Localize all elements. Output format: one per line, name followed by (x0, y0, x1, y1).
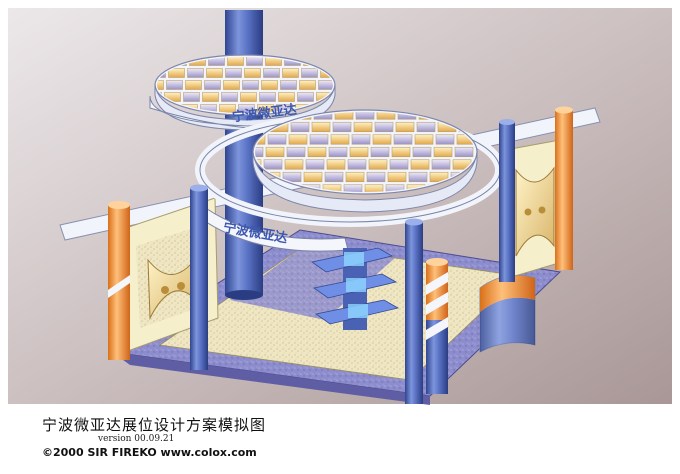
grid-tile (238, 104, 255, 113)
grid-tile (355, 112, 375, 120)
grid-tile (370, 146, 390, 158)
grid-tile (368, 159, 388, 170)
grid-tile (288, 134, 308, 145)
display-shelf (311, 247, 400, 330)
grid-tile (221, 92, 238, 102)
grid-tile (435, 134, 455, 145)
grid-tile (278, 92, 295, 102)
column-front-striped (426, 258, 448, 394)
grid-tile (351, 134, 371, 145)
grid-tile (330, 134, 350, 145)
grid-tile (263, 159, 283, 170)
column-back-center (499, 119, 515, 282)
grid-tile (267, 134, 287, 145)
column-left-orange (108, 201, 130, 360)
grid-tile (307, 146, 327, 158)
grid-tile (301, 68, 318, 78)
grid-tile (328, 146, 348, 158)
grid-tile (185, 80, 202, 90)
grid-tile (286, 146, 306, 158)
grid-tile (410, 159, 430, 170)
grid-tile (257, 104, 274, 113)
grid-tile (227, 57, 244, 66)
grid-tile (324, 171, 344, 183)
grid-tile (265, 57, 282, 66)
grid-tile (334, 112, 354, 120)
grid-tile (202, 92, 219, 102)
grid-tile (408, 171, 428, 183)
grid-tile (242, 80, 259, 90)
grid-tile (206, 68, 223, 78)
grid-tile (374, 121, 394, 133)
grid-tile (353, 121, 373, 133)
grid-tile (326, 159, 346, 170)
grid-tile (366, 171, 386, 183)
grid-tile (364, 184, 384, 192)
grid-tile (299, 80, 316, 90)
grid-tile (416, 121, 436, 133)
column-right-orange (555, 106, 573, 270)
grid-tile (309, 134, 329, 145)
grid-tile (200, 104, 217, 113)
grid-tile (349, 146, 369, 158)
grid-tile (332, 121, 352, 133)
grid-tile (414, 134, 434, 145)
grid-tile (204, 80, 221, 90)
grid-tile (263, 68, 280, 78)
grid-tile (454, 146, 474, 158)
grid-tile (280, 80, 297, 90)
grid-tile (187, 68, 204, 78)
caption-title: 宁波微亚达展位设计方案模拟图 (42, 416, 267, 434)
caption-version: version 00.09.21 (98, 434, 175, 444)
grid-tile (168, 68, 185, 78)
grid-tile (433, 146, 453, 158)
grid-tile (265, 146, 285, 158)
grid-tile (376, 112, 396, 120)
grid-tile (223, 80, 240, 90)
grid-tile (343, 184, 363, 192)
grid-tile (347, 159, 367, 170)
caption-copyright: ©2000 SIR FIREKO www.colox.com (42, 446, 257, 459)
right-fan-panel (504, 139, 563, 279)
grid-tile (219, 104, 236, 113)
grid-tile (244, 68, 261, 78)
grid-tile (389, 159, 409, 170)
grid-tile (166, 80, 183, 90)
grid-tile (303, 171, 323, 183)
grid-tile (431, 159, 451, 170)
grid-tile (255, 146, 264, 158)
grid-tile (157, 80, 164, 90)
grid-tile (282, 171, 302, 183)
grid-tile (246, 57, 263, 66)
column-front-left (190, 184, 208, 370)
grid-tile (259, 92, 276, 102)
grid-tile (225, 68, 242, 78)
grid-tile (290, 121, 310, 133)
grid-tile (183, 92, 200, 102)
grid-tile (318, 80, 333, 90)
grid-tile (240, 92, 257, 102)
reception-counter (479, 275, 536, 353)
grid-tile (261, 80, 278, 90)
grid-tile (395, 121, 415, 133)
grid-tile (391, 146, 411, 158)
grid-tile (393, 134, 413, 145)
grid-tile (208, 57, 225, 66)
grid-tile (372, 134, 392, 145)
grid-tile (297, 92, 314, 102)
grid-tile (412, 146, 432, 158)
grid-tile (311, 121, 331, 133)
grid-tile (282, 68, 299, 78)
grid-tile (305, 159, 325, 170)
column-front-center (405, 218, 423, 404)
grid-tile (387, 171, 407, 183)
grid-tile (345, 171, 365, 183)
grid-tile (284, 159, 304, 170)
main-grid-disc (252, 109, 478, 213)
